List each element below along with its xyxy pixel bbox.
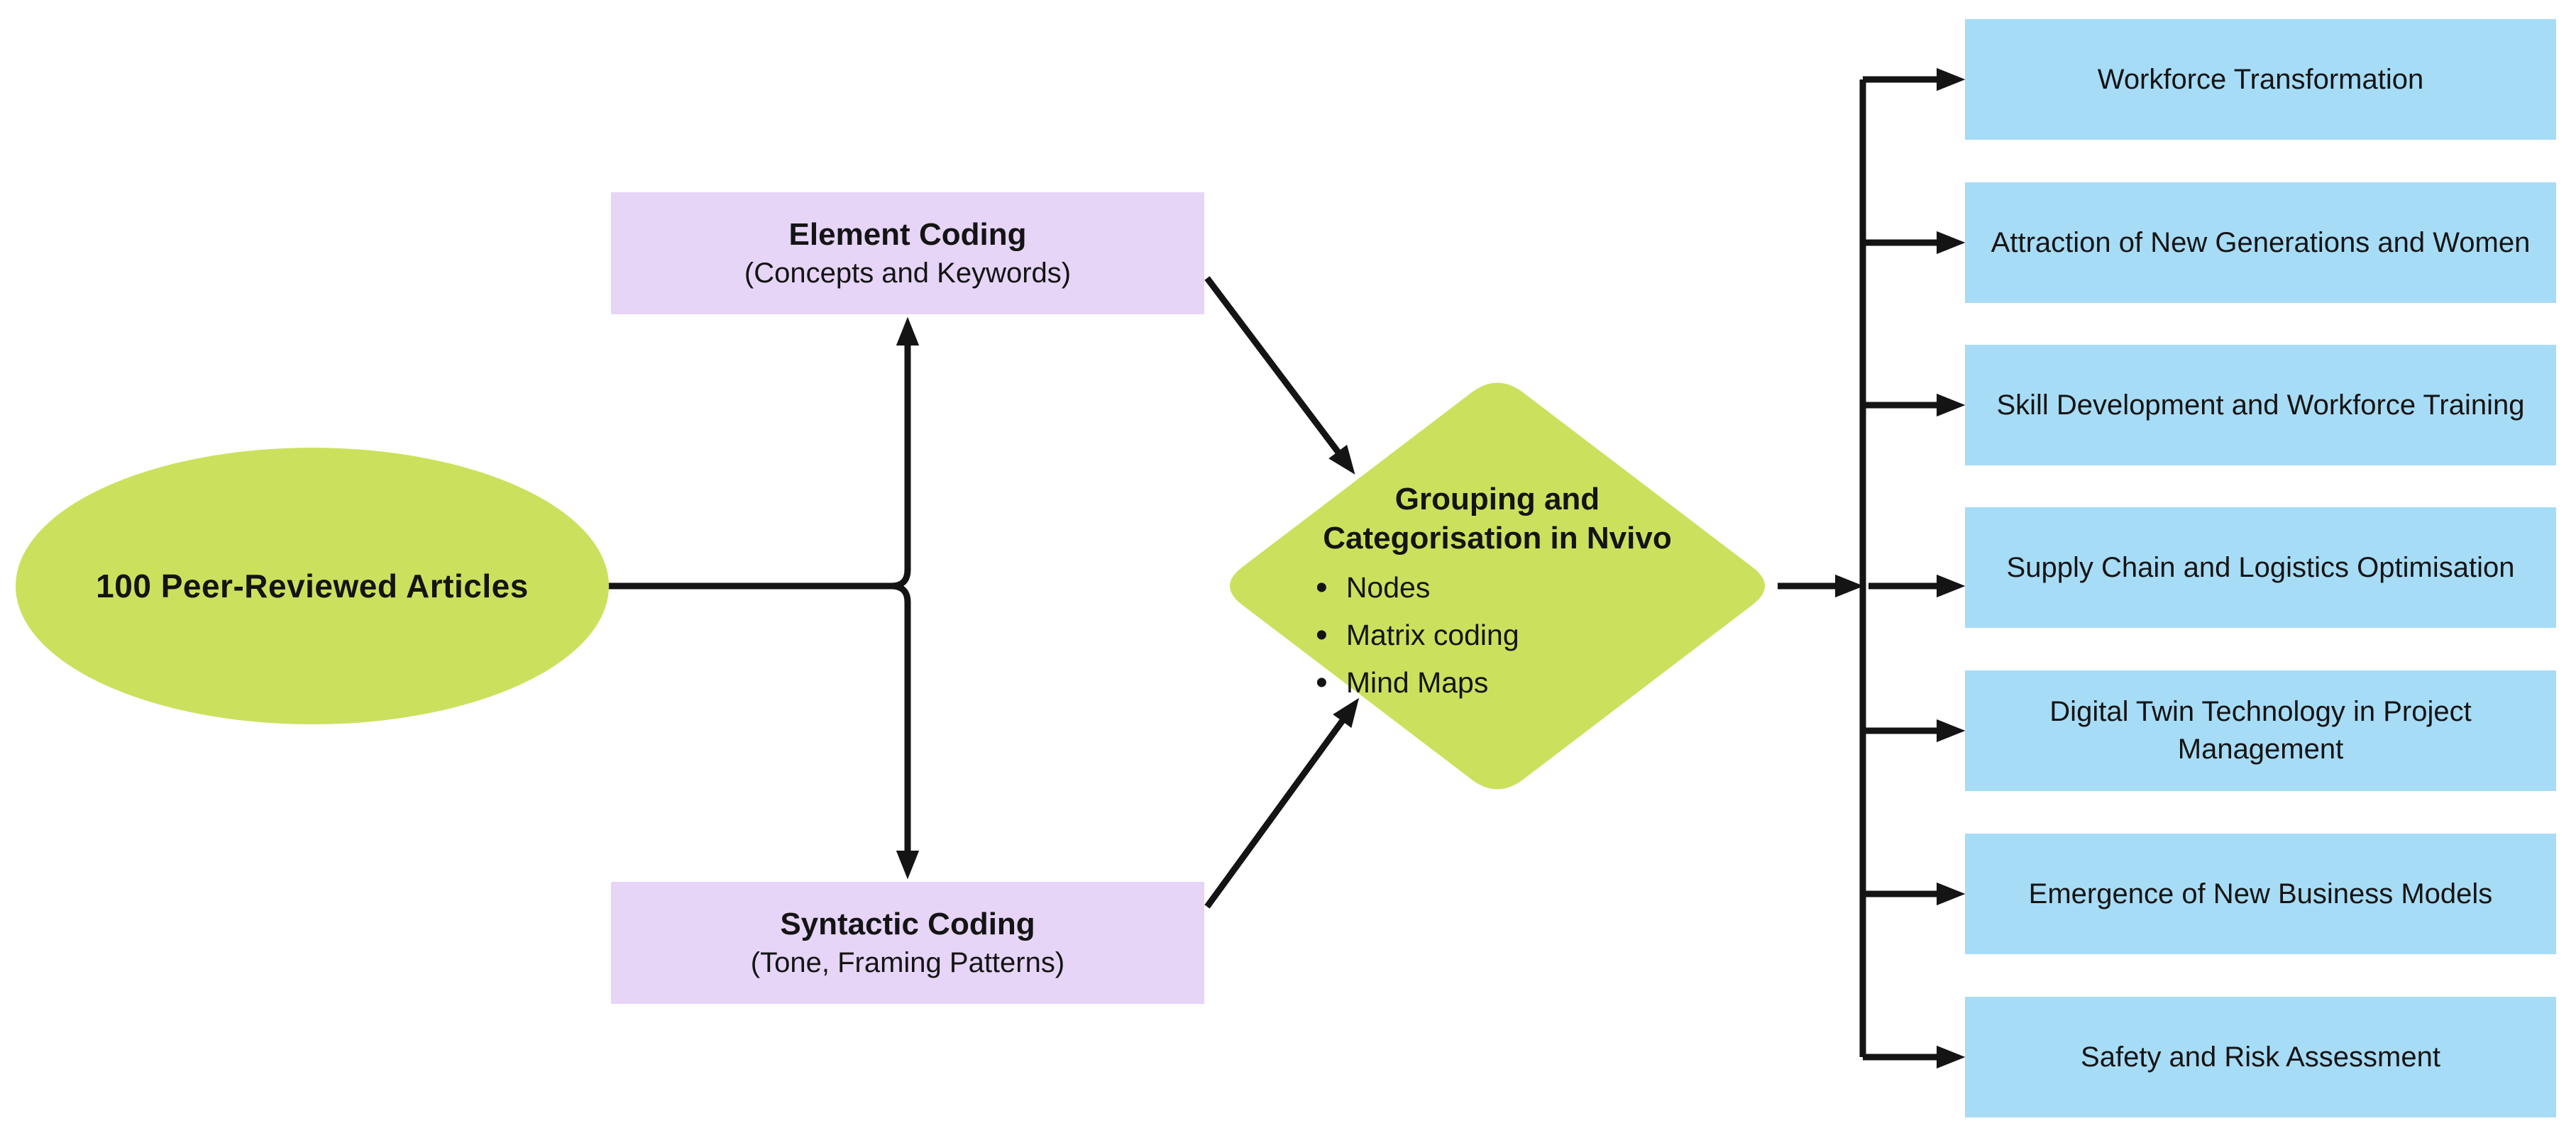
grouping-bullet: Nodes — [1316, 564, 1519, 612]
theme-box-skill-development: Skill Development and Workforce Training — [1965, 345, 2556, 465]
source-label: 100 Peer-Reviewed Articles — [96, 568, 529, 604]
element-coding-box: Element Coding (Concepts and Keywords) — [611, 192, 1204, 314]
syntactic-coding-box: Syntactic Coding (Tone, Framing Patterns… — [611, 882, 1204, 1004]
element-coding-subtitle: (Concepts and Keywords) — [744, 257, 1072, 289]
theme-box-digital-twin: Digital Twin Technology in Project Manag… — [1965, 670, 2556, 791]
syntactic-coding-title: Syntactic Coding — [780, 907, 1035, 942]
grouping-bullet: Matrix coding — [1316, 612, 1519, 659]
theme-box-workforce-transformation: Workforce Transformation — [1965, 19, 2556, 140]
fork-elbow-down — [891, 582, 911, 603]
theme-box-safety-risk: Safety and Risk Assessment — [1965, 997, 2556, 1117]
grouping-title-line2: Categorisation in Nvivo — [1323, 521, 1672, 556]
grouping-bullet: Mind Maps — [1316, 659, 1519, 707]
theme-box-attraction-new-generations: Attraction of New Generations and Women — [1965, 182, 2556, 303]
arrow-syntactic-coding-to-grouping — [1204, 697, 1360, 909]
arrow-element-coding-to-grouping — [1204, 276, 1355, 475]
grouping-diamond: Grouping and Categorisation in Nvivo Nod… — [1270, 480, 1724, 707]
grouping-title: Grouping and Categorisation in Nvivo — [1323, 480, 1671, 558]
syntactic-coding-subtitle: (Tone, Framing Patterns) — [750, 946, 1065, 978]
element-coding-title: Element Coding — [788, 217, 1027, 253]
source-ellipse: 100 Peer-Reviewed Articles — [16, 448, 609, 724]
theme-box-new-business-models: Emergence of New Business Models — [1965, 834, 2556, 954]
grouping-bullet-list: Nodes Matrix coding Mind Maps — [1316, 564, 1519, 707]
grouping-title-line1: Grouping and — [1394, 482, 1600, 516]
theme-box-supply-chain: Supply Chain and Logistics Optimisation — [1965, 507, 2556, 628]
